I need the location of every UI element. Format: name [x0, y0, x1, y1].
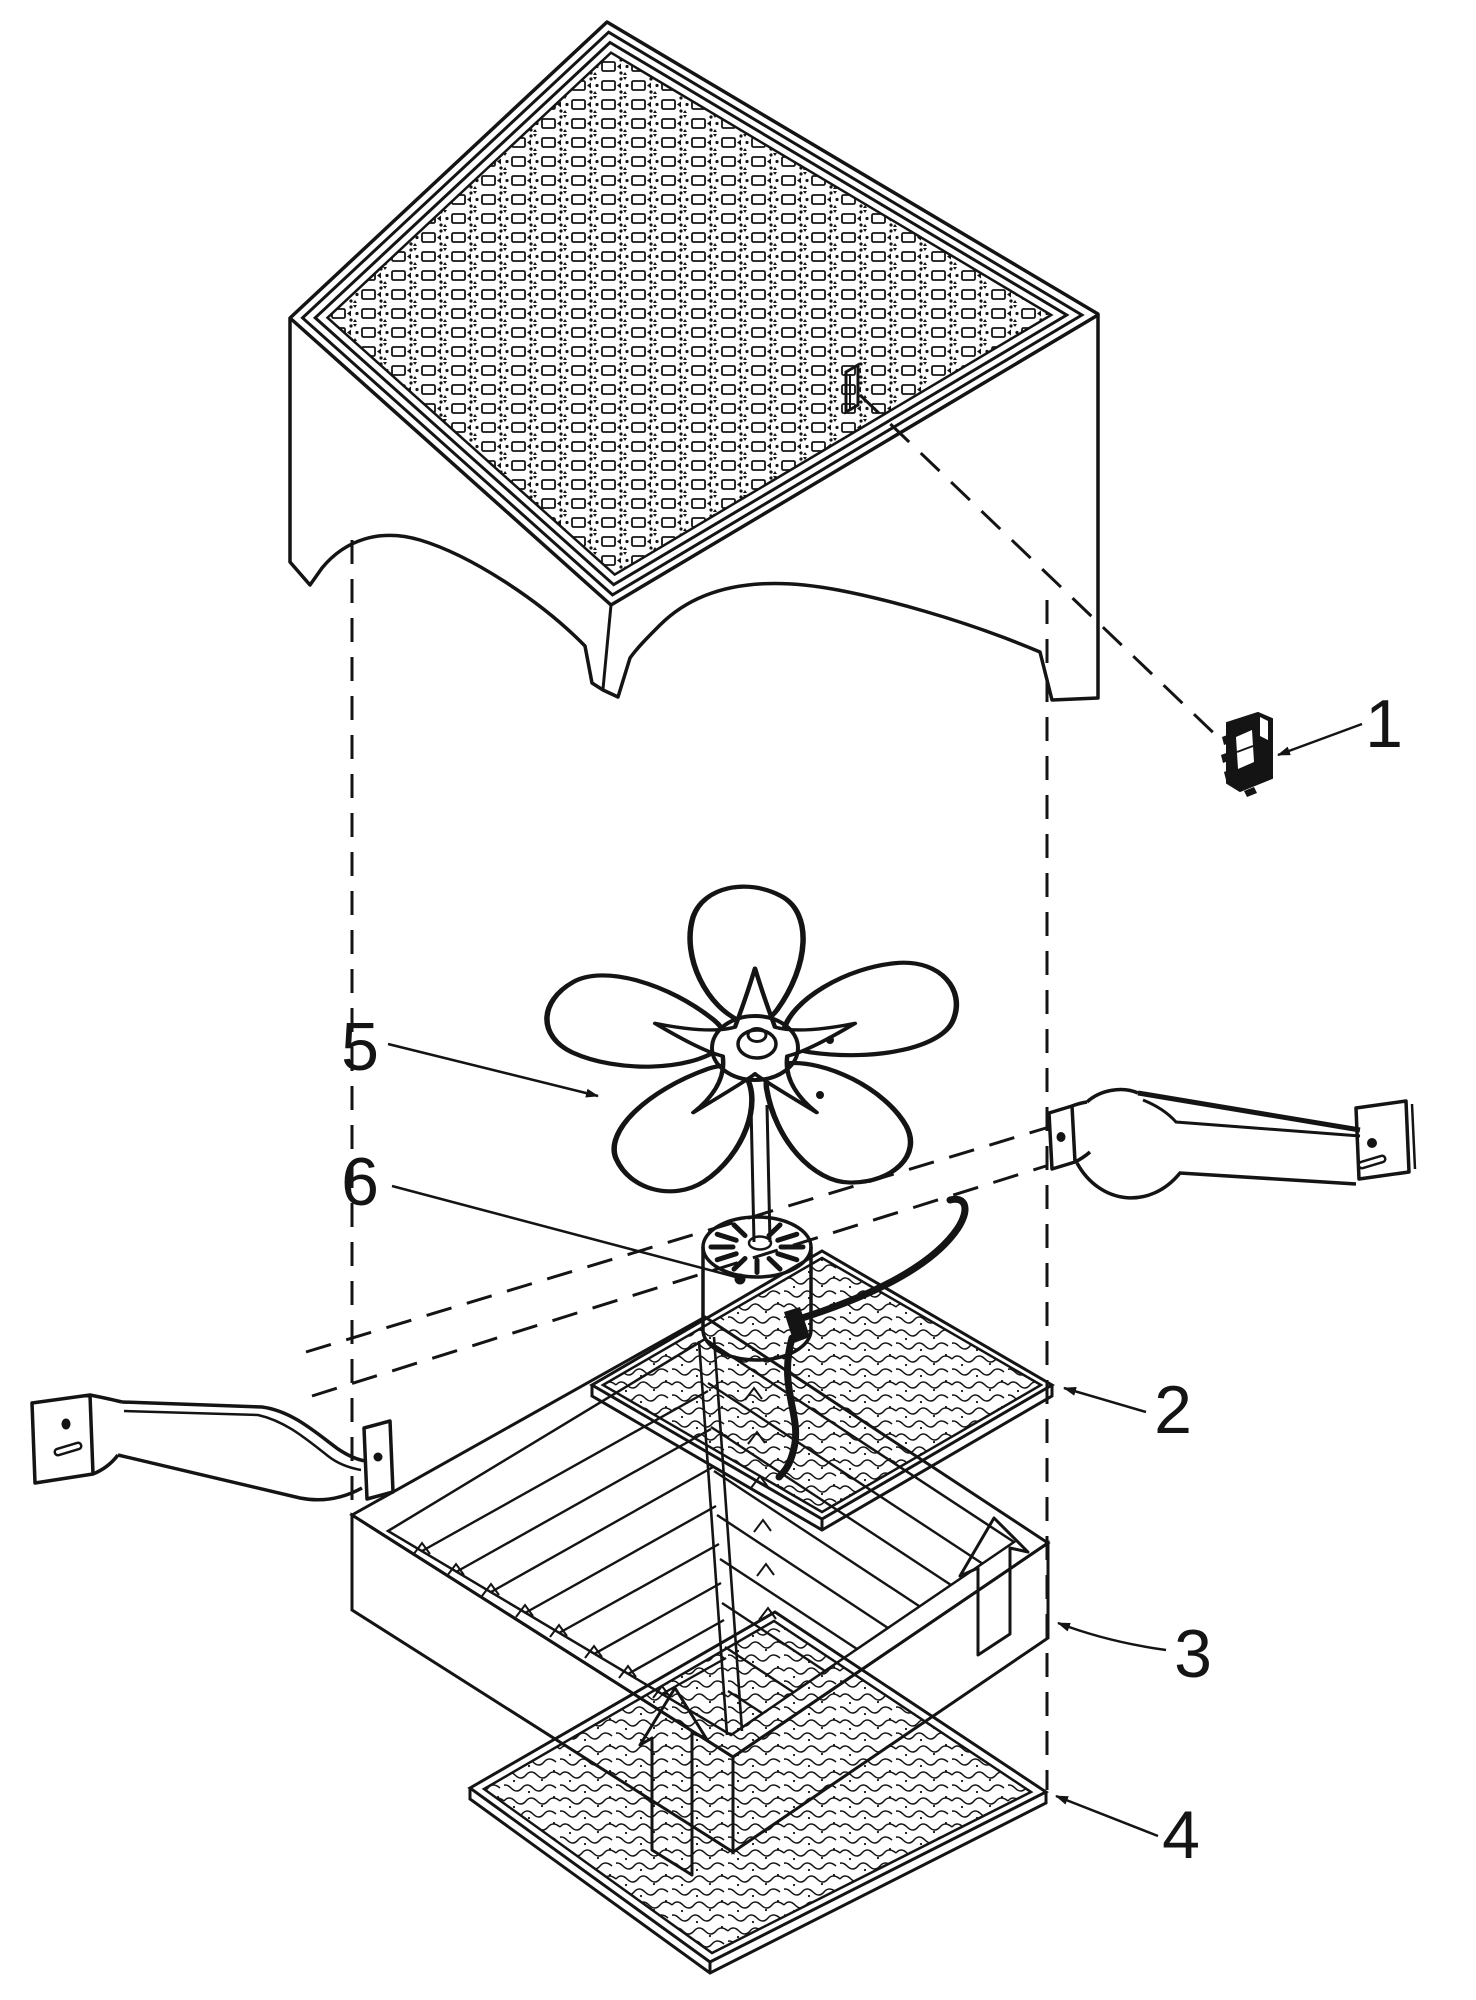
- leader-3: [1057, 1621, 1167, 1652]
- filter-pleats-left: [412, 1389, 727, 1699]
- callout-2: 2: [1154, 1372, 1192, 1448]
- top-grille-pattern: [325, 51, 1054, 577]
- airflow-arrow-right: [958, 1516, 1030, 1657]
- leader-6: [391, 1184, 737, 1279]
- mounting-bracket-left: [30, 1393, 395, 1502]
- switch-guide-line: [858, 393, 1224, 743]
- mounting-bracket-right: [1047, 1087, 1417, 1200]
- callout-5: 5: [341, 1009, 379, 1085]
- leader-4: [1055, 1794, 1159, 1838]
- airflow-arrow-front: [638, 1686, 708, 1877]
- bottom-filter-pad: [467, 1610, 1049, 1975]
- callout-3: 3: [1174, 1616, 1212, 1692]
- pre-filter-pad: [589, 1249, 1055, 1532]
- top-grille-rim: [300, 30, 1085, 597]
- leader-2: [1063, 1386, 1147, 1414]
- motor-vent-slots: [708, 1222, 806, 1275]
- leader-6-dot: [734, 1273, 746, 1285]
- leader-1: [1277, 722, 1363, 757]
- callout-6: 6: [341, 1144, 379, 1220]
- motor-wire: [775, 1195, 969, 1481]
- fan-motor: [701, 1195, 969, 1481]
- fan-blade: [533, 884, 972, 1251]
- rocker-switch: [1221, 711, 1273, 797]
- fan-shaft: [747, 1104, 773, 1251]
- callout-leaders: [387, 722, 1363, 1838]
- bracket-guide-lines: [305, 1126, 1047, 1398]
- switch-cutout: [844, 362, 860, 415]
- callout-4: 4: [1162, 1797, 1200, 1873]
- callout-1: 1: [1365, 686, 1403, 762]
- leader-5: [387, 1042, 599, 1098]
- cabinet-housing: [288, 20, 1100, 702]
